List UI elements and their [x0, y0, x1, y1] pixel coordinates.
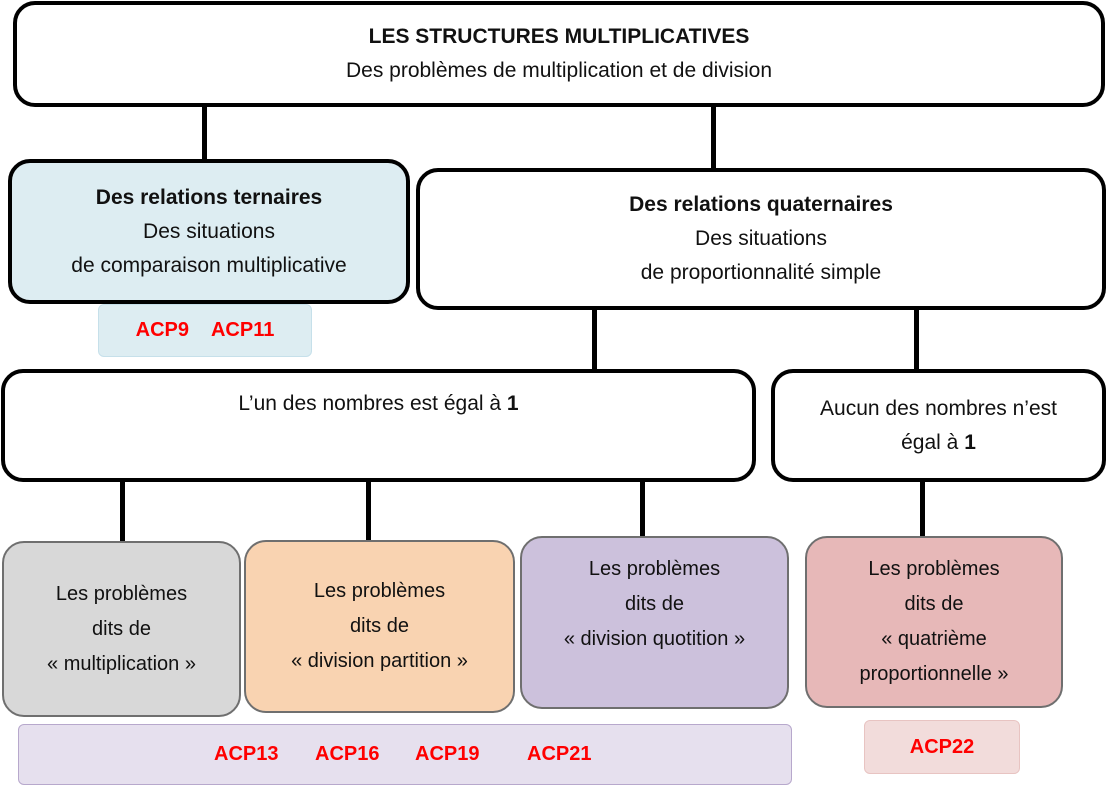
problem-multiplication-box: Les problèmes dits de « multiplication »: [2, 541, 241, 717]
ternary-title: Des relations ternaires: [95, 185, 323, 209]
quaternary-relations-box: Des relations quaternaires Des situation…: [416, 168, 1106, 310]
problem-partition-box: Les problèmes dits de « division partiti…: [244, 540, 515, 713]
equal-one-text: L’un des nombres est égal à 1: [238, 392, 519, 415]
quaternary-line2: de proportionnalité simple: [640, 261, 882, 284]
quaternary-line1: Des situations: [695, 227, 827, 250]
ternary-codes-tag: ACP9 ACP11: [98, 304, 312, 357]
connector-equal-one-quotition: [640, 481, 645, 539]
problem-line3: « multiplication »: [47, 652, 196, 675]
problem-line3: « division quotition »: [563, 628, 746, 650]
last-code-tag: ACP22: [864, 720, 1020, 774]
connector-equal-one-partition: [366, 481, 371, 542]
diagram-subtitle: Des problèmes de multiplication et de di…: [345, 59, 773, 82]
problem-line2: dits de: [92, 617, 151, 640]
problem-quotition-box: Les problèmes dits de « division quotiti…: [520, 536, 789, 709]
none-one-number: 1: [964, 430, 976, 454]
problem-line1: Les problèmes: [588, 558, 721, 580]
code-acp16: ACP16: [315, 743, 380, 765]
problem-line1: Les problèmes: [313, 580, 446, 602]
code-acp22: ACP22: [909, 735, 975, 758]
problem-line2: dits de: [904, 593, 964, 615]
code-acp13: ACP13: [214, 743, 279, 765]
code-acp9: ACP9: [135, 319, 189, 341]
connector-none-one-quatrieme: [920, 481, 925, 539]
bottom-codes-tag: ACP13 ACP16 ACP19 ACP21: [18, 724, 792, 785]
equal-one-number: 1: [506, 392, 519, 415]
problem-line4: proportionnelle »: [859, 663, 1009, 685]
problem-line3: « quatrième: [881, 628, 987, 650]
quaternary-title: Des relations quaternaires: [629, 193, 893, 216]
none-one-box: Aucun des nombres n’est égal à 1: [771, 369, 1106, 482]
connector-title-quaternary: [711, 105, 716, 171]
connector-quaternary-none-one: [914, 310, 919, 372]
connector-title-ternary: [202, 105, 207, 163]
problem-line1: Les problèmes: [55, 582, 188, 605]
connector-equal-one-multiplication: [120, 481, 125, 544]
problem-quatrieme-box: Les problèmes dits de « quatrième propor…: [805, 536, 1063, 708]
code-acp19: ACP19: [415, 743, 480, 765]
ternary-line1: Des situations: [143, 219, 275, 243]
code-acp11: ACP11: [210, 319, 275, 341]
ternary-relations-box: Des relations ternaires Des situations d…: [8, 159, 410, 304]
equal-one-box: L’un des nombres est égal à 1: [1, 369, 756, 482]
problem-line1: Les problèmes: [868, 558, 1000, 580]
ternary-line2: de comparaison multiplicative: [71, 253, 347, 277]
none-one-line1: Aucun des nombres n’est: [820, 396, 1057, 420]
problem-line2: dits de: [625, 593, 684, 615]
title-box: LES STRUCTURES MULTIPLICATIVES Des probl…: [13, 1, 1105, 107]
none-one-line2: égal à 1: [901, 430, 976, 454]
problem-line2: dits de: [350, 615, 409, 637]
problem-line3: « division partition »: [291, 650, 468, 672]
diagram-title: LES STRUCTURES MULTIPLICATIVES: [368, 25, 750, 48]
connector-quaternary-equal-one: [592, 310, 597, 372]
code-acp21: ACP21: [527, 743, 592, 765]
